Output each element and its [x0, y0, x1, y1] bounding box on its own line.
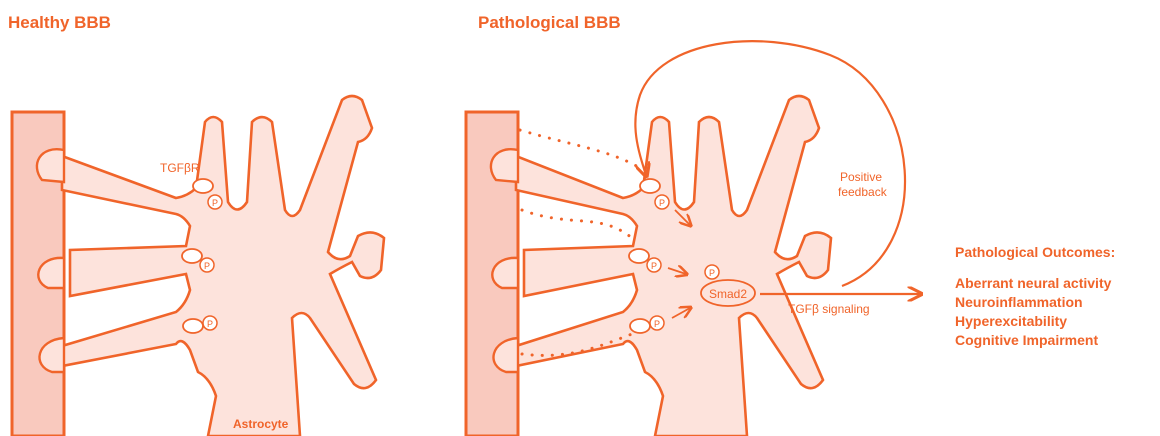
leak-dots-2 [522, 210, 632, 238]
outcome-item: Neuroinflammation [955, 293, 1115, 312]
phospho-label-1: P [212, 198, 218, 208]
outcome-item: Cognitive Impairment [955, 331, 1115, 350]
phospho-label-2: P [204, 261, 210, 271]
outcomes-heading: Pathological Outcomes: [955, 244, 1115, 260]
phospho-label-6: P [654, 319, 660, 329]
astrocyte-body-healthy [62, 96, 384, 436]
outcome-item: Aberrant neural activity [955, 274, 1115, 293]
astrocyte-label: Astrocyte [233, 417, 289, 431]
endfoot-path-1 [491, 149, 518, 182]
pathological-outcomes: Pathological Outcomes: Aberrant neural a… [955, 244, 1115, 350]
feedback-label-1: Positive [840, 170, 882, 184]
phospho-label-4: P [659, 198, 665, 208]
leak-dots-1 [520, 130, 640, 168]
endfoot-healthy-1 [37, 149, 64, 182]
phospho-label-5: P [651, 261, 657, 271]
pathological-panel: P P P Smad2 P Positive feedback TGFβ sig [466, 41, 920, 436]
receptor-label: TGFβR [160, 161, 200, 175]
smad2-phospho-label: P [709, 268, 715, 278]
healthy-panel: P P P TGFβR Astrocyte [12, 96, 384, 436]
outcome-item: Hyperexcitability [955, 312, 1115, 331]
tgfb-signaling-label: TGFβ signaling [788, 302, 870, 316]
smad2-label: Smad2 [709, 287, 747, 301]
phospho-label-3: P [207, 319, 213, 329]
feedback-label-2: feedback [838, 185, 888, 199]
astrocyte-body-pathological [516, 96, 831, 436]
